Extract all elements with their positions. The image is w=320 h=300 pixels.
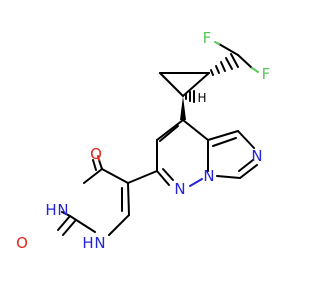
bond-c4-c4a [182, 119, 209, 141]
bond-c4a-c5 [207, 130, 239, 141]
bond-n1-n2 [189, 178, 203, 187]
bond-c5-n6 [237, 130, 255, 149]
bond-chf2-f-top-color [214, 41, 220, 45]
atom-h-nh-lower: H [82, 234, 93, 252]
bond-c4-o [98, 159, 103, 170]
bond-c2-n1 [156, 170, 170, 186]
atom-h-nh-upper: H [45, 201, 56, 219]
bond-c2-n1b [69, 215, 96, 233]
bond-chf2-f-bottom-color [251, 67, 259, 73]
atom-n-imidazole: N [251, 147, 262, 165]
bond-c4-o-colored [97, 155, 100, 161]
bond-c4-n3 [83, 168, 103, 184]
bond-n6-c7 [239, 164, 258, 179]
bond-link [127, 170, 158, 184]
bond-c2-o [57, 215, 71, 231]
bond-c4-c3 [156, 119, 184, 141]
bond-c4-o-double [92, 159, 97, 171]
bond-chf2-f-top [218, 43, 239, 56]
molecule-canvas: F F H O O N H N H N N N [16, 29, 271, 252]
hashed-wedge-h [185, 90, 195, 103]
bond-cp-3 [182, 72, 210, 97]
bond-n1-c6 [108, 214, 130, 236]
atom-n-nh-lower: N [94, 234, 105, 252]
bond-c4a-c5-double [212, 137, 237, 147]
bond-c2-n1-double [162, 168, 174, 181]
atom-n-nh-upper: N [57, 201, 68, 219]
bond-chf2-f-bottom [237, 54, 253, 69]
bond-n6-c7-double [238, 159, 254, 172]
bond-c4-c3-double [159, 125, 179, 142]
atom-h-stereo: H [197, 91, 206, 105]
bond-c6-c5 [127, 182, 130, 216]
hashed-wedge-chf2 [210, 53, 239, 76]
atom-f-bottom: F [262, 65, 271, 83]
bond-c7-nbridge [216, 175, 241, 179]
atom-n-bridge: N [203, 167, 214, 185]
bond-n3-c2 [61, 211, 71, 217]
bond-c5-c4 [101, 168, 129, 184]
atom-o-top: O [90, 145, 102, 163]
atom-f-top: F [203, 29, 212, 47]
bond-c2-o-double [62, 220, 76, 236]
bond-cp-2 [159, 72, 184, 97]
atom-n-pyridazine: N [174, 180, 185, 198]
atom-o-bottom: O [16, 234, 28, 252]
wedge-cp-to-ring [180, 96, 186, 120]
molecule-structure: F F H O O N H N H N N N [16, 29, 271, 252]
